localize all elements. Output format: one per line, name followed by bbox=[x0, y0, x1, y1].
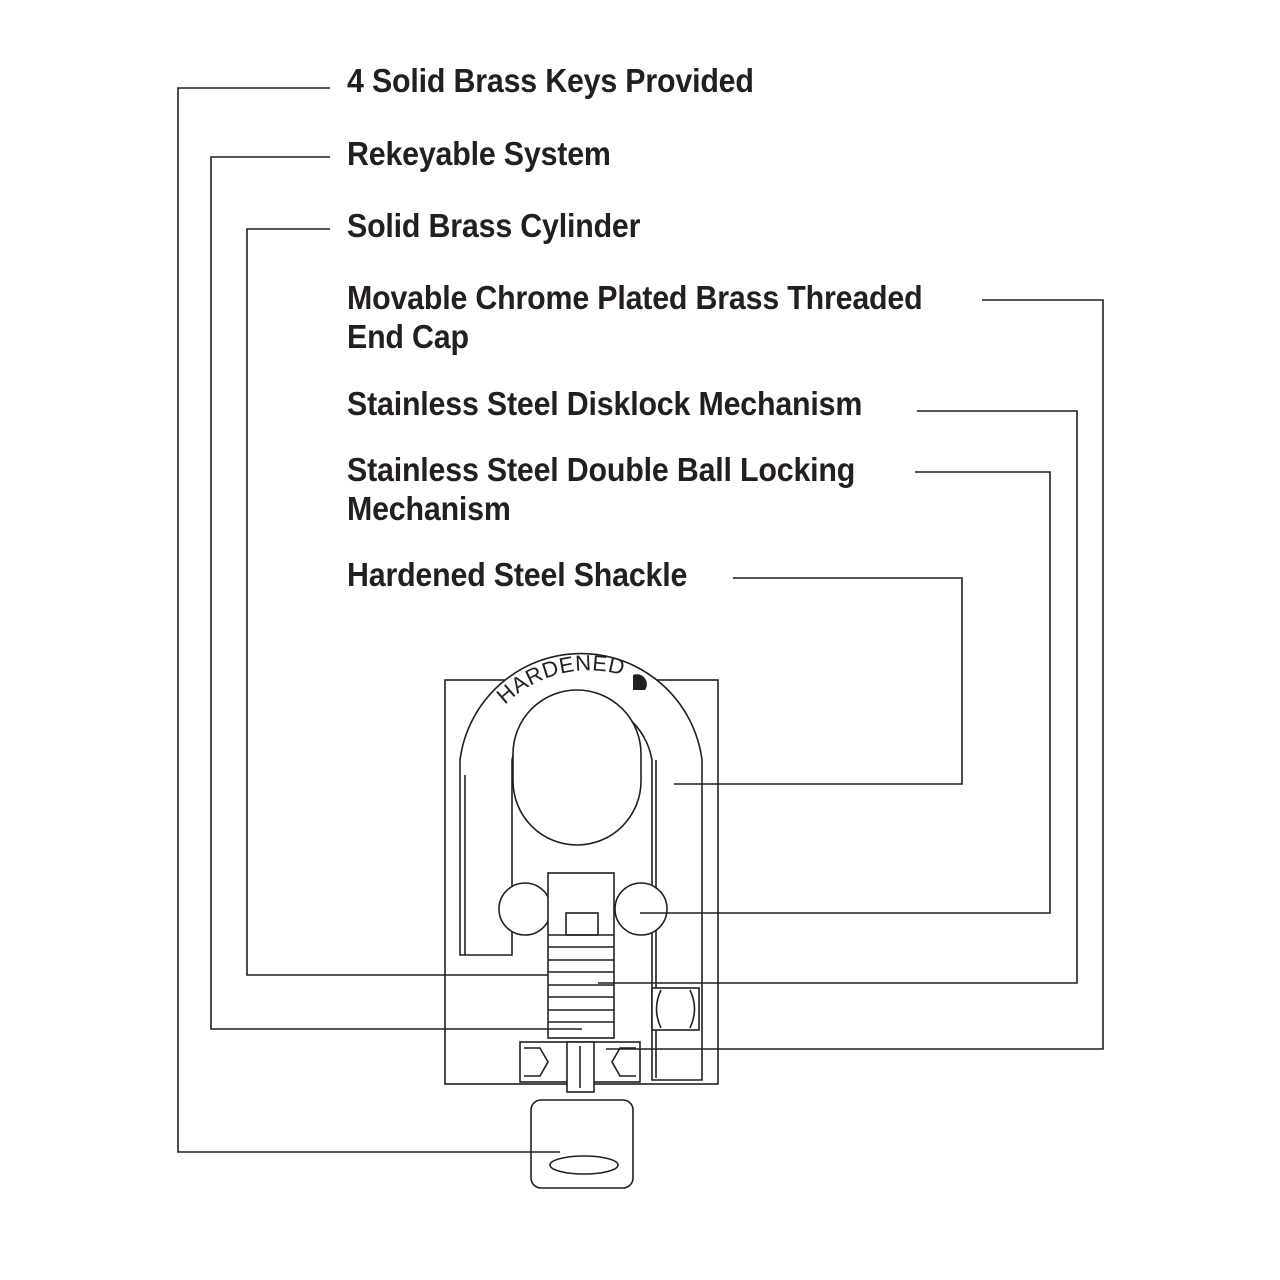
key bbox=[530, 1099, 634, 1189]
stamp-mark bbox=[633, 674, 647, 690]
leader-rekey bbox=[210, 156, 582, 1030]
cylinder-cam bbox=[565, 912, 599, 936]
side-pin bbox=[651, 987, 700, 1031]
locking-balls bbox=[498, 882, 668, 936]
shackle-inner-opening bbox=[512, 689, 642, 846]
leader-shackle bbox=[674, 577, 963, 785]
side-pin-block bbox=[651, 987, 700, 1031]
label-disklock: Stainless Steel Disklock Mechanism bbox=[347, 385, 863, 422]
locking-ball-right bbox=[614, 882, 668, 936]
label-ball-line1: Stainless Steel Double Ball Locking bbox=[347, 451, 856, 488]
leader-lines-left bbox=[177, 87, 582, 1153]
shackle: HARDENED bbox=[459, 650, 703, 1081]
leader-disklock bbox=[598, 410, 1078, 984]
label-ball-line2: Mechanism bbox=[347, 490, 511, 527]
key-bow bbox=[530, 1099, 634, 1189]
cylinder-core bbox=[547, 872, 615, 1039]
leader-ball bbox=[640, 471, 1051, 914]
label-keys: 4 Solid Brass Keys Provided bbox=[347, 62, 754, 99]
label-shackle: Hardened Steel Shackle bbox=[347, 556, 688, 593]
label-cylinder: Solid Brass Cylinder bbox=[347, 207, 641, 244]
leader-keys bbox=[177, 87, 560, 1153]
leader-cylinder bbox=[246, 228, 548, 976]
key-hole bbox=[549, 1155, 619, 1175]
label-endcap-line1: Movable Chrome Plated Brass Threaded bbox=[347, 279, 923, 316]
cylinder-stack bbox=[547, 872, 615, 1039]
label-rekey: Rekeyable System bbox=[347, 135, 611, 172]
leader-lines-right bbox=[598, 299, 1104, 1050]
leader-endcap bbox=[606, 299, 1104, 1050]
locking-ball-left bbox=[498, 882, 552, 936]
label-endcap-line2: End Cap bbox=[347, 318, 469, 355]
